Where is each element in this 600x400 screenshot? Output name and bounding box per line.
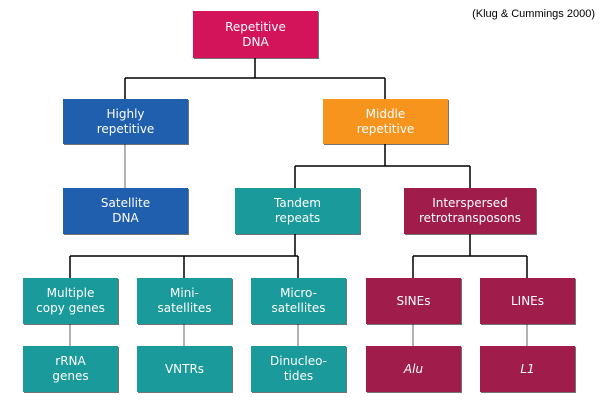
node-rrna-genes: rRNA genes <box>23 346 118 392</box>
node-multiple-copy-genes: Multiple copy genes <box>23 278 118 324</box>
node-minisatellites: Mini- satellites <box>137 278 232 324</box>
node-dinucleotides: Dinucleo- tides <box>251 346 346 392</box>
node-lines: LINEs <box>480 278 575 324</box>
node-repetitive-dna: Repetitive DNA <box>193 11 318 58</box>
node-microsatellites: Micro- satellites <box>251 278 346 324</box>
node-satellite-dna: Satellite DNA <box>63 188 188 234</box>
node-highly-repetitive: Highly repetitive <box>63 99 188 144</box>
node-alu: Alu <box>366 346 461 392</box>
node-tandem-repeats: Tandem repeats <box>235 188 360 234</box>
node-interspersed-retrotransposons: Interspersed retrotransposons <box>404 188 536 234</box>
node-sines: SINEs <box>366 278 461 324</box>
citation: (Klug & Cummings 2000) <box>472 8 595 20</box>
node-l1: L1 <box>480 346 575 392</box>
node-middle-repetitive: Middle repetitive <box>323 99 448 144</box>
node-vntrs: VNTRs <box>137 346 232 392</box>
